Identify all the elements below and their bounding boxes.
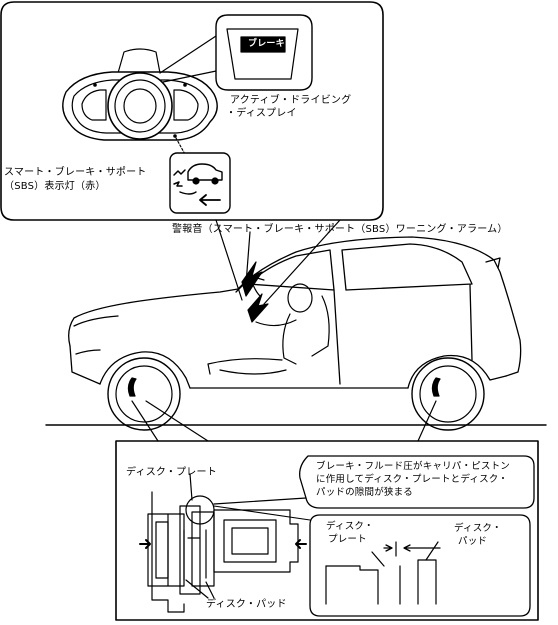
disc-pad-label: ディスク・パッド <box>206 599 287 610</box>
adp-callout-bubble <box>215 14 313 91</box>
callout-line-brake-left <box>131 400 159 442</box>
warning-sound-label: 警報音（スマート・ブレーキ・サポート（SBS）ワーニング・アラーム） <box>172 224 508 235</box>
detail-circle <box>185 495 215 525</box>
adp-warning-text: ブレーキ！ <box>248 39 295 49</box>
sbs-label-line2: （SBS）表示灯（赤） <box>4 181 106 192</box>
disc-plate-label: ディスク・プレート <box>126 467 217 478</box>
bottom-callout-panel <box>115 440 539 621</box>
inset-plate-label-line1: ディスク・ <box>326 521 374 532</box>
callout-line-panel-left <box>215 219 243 301</box>
brake-caliper-drawing <box>139 491 307 613</box>
adp-warning-display <box>240 36 286 53</box>
adp-label-line1: アクティブ・ドライビング <box>230 95 352 106</box>
instrument-cluster <box>62 48 218 141</box>
note-line1: ブレーキ・フルード圧がキャリパ・ピストン <box>316 461 511 472</box>
car-outline <box>68 236 522 389</box>
disc-plate-pointer <box>189 473 193 501</box>
top-callout-panel <box>0 1 384 221</box>
warning-sound-icon <box>241 261 269 323</box>
driver-figure <box>207 275 330 375</box>
callout-line-brake-mid <box>145 400 209 442</box>
note-line3: パッドの隙間が狭まる <box>316 487 414 498</box>
rear-wheel <box>411 357 485 431</box>
inset-plate-label-line2: プレート <box>328 534 367 545</box>
inset-pad-label-line1: ディスク・ <box>454 523 502 534</box>
adp-label-line2: ・ディスプレイ <box>226 108 297 119</box>
callout-line-adp-top <box>159 35 217 74</box>
warning-sound-pointer <box>245 231 251 285</box>
note-callout-bubble <box>213 455 535 509</box>
disc-pad-pointer-left <box>185 579 209 599</box>
sbs-indicator-icon <box>169 152 231 214</box>
disc-pad-pointer-right <box>205 581 215 599</box>
callout-line-brake-right <box>417 400 437 442</box>
callout-line-adp-bottom <box>162 69 222 83</box>
sbs-label-line1: スマート・ブレーキ・サポート <box>4 167 147 178</box>
note-line2: に作用してディスク・プレートとディスク・ <box>316 474 509 485</box>
inset-pad-label-line2: パッド <box>458 536 488 547</box>
inset-detail-box <box>213 505 531 617</box>
callout-line-panel-right <box>263 219 341 305</box>
front-wheel <box>107 357 181 431</box>
